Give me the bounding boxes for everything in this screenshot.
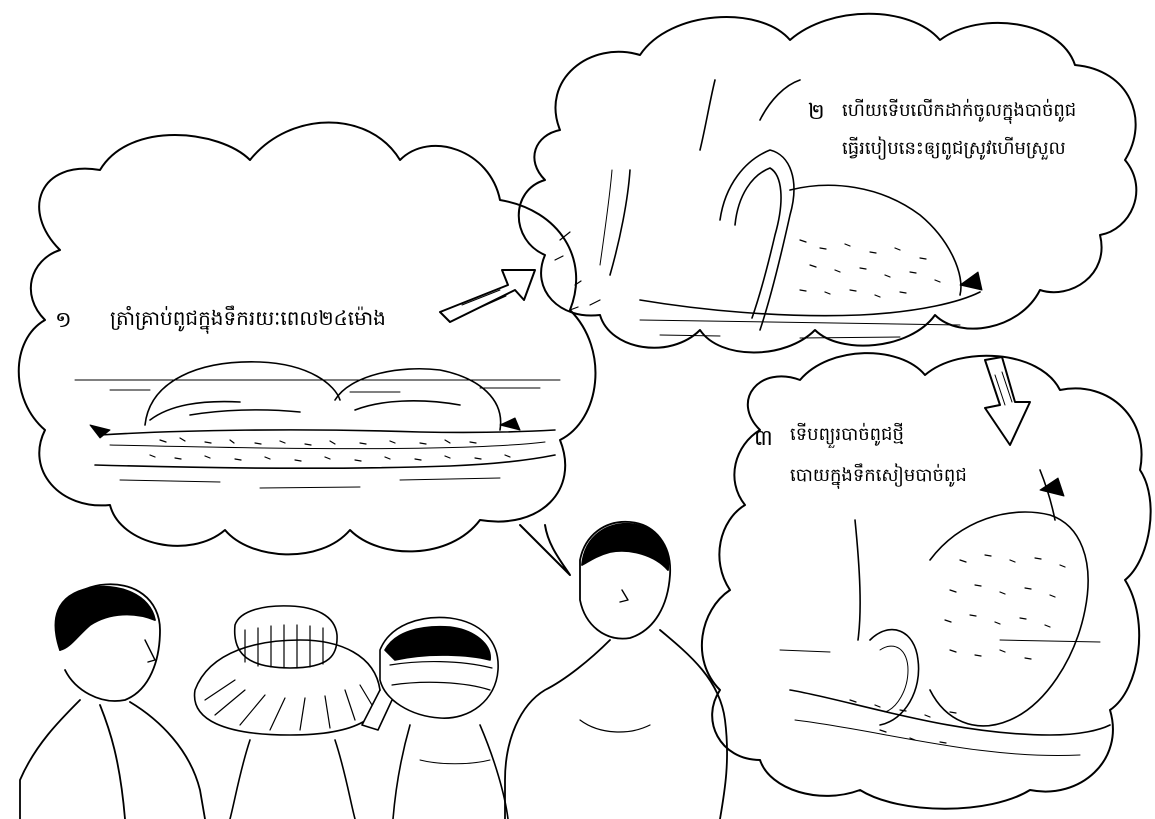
step-1-number: ១ <box>55 306 72 338</box>
soaking-sacks-drawing <box>75 362 560 488</box>
step-2-number: ២ <box>808 98 825 130</box>
farmer-krama <box>362 617 508 819</box>
thought-bubble-1 <box>19 123 596 555</box>
step-3-caption-line-1: ទើបព្យួរបាច់ពូជថ្មី <box>790 424 904 446</box>
step-2-caption-line-1: ហើយទើបលើកដាក់ចូលក្នុងបាច់ពូជ <box>842 100 1076 122</box>
draining-sack-drawing <box>780 470 1110 756</box>
step-3-caption-line-2: បោយក្នុងទឹកសៀមបាច់ពូជ <box>790 465 967 487</box>
bubble-tail <box>520 525 570 575</box>
thought-bubble-2 <box>519 14 1137 353</box>
arrow-1-to-2-icon <box>440 270 535 322</box>
farmer-left <box>20 584 205 819</box>
thought-bubble-3 <box>702 353 1151 809</box>
step-3-number: ៣ <box>754 424 773 456</box>
farmer-speaker <box>505 522 727 819</box>
farmer-hat <box>195 606 381 819</box>
arrow-2-to-3-icon <box>985 357 1030 445</box>
step-2-caption-line-2: ធ្វើរបៀបនេះឲ្យពូជស្រូវហើមស្រួល <box>842 138 1066 160</box>
step-1-caption: ត្រាំគ្រាប់ពូជក្នុងទឹករយៈពេល២៤ម៉ោង <box>110 306 386 330</box>
